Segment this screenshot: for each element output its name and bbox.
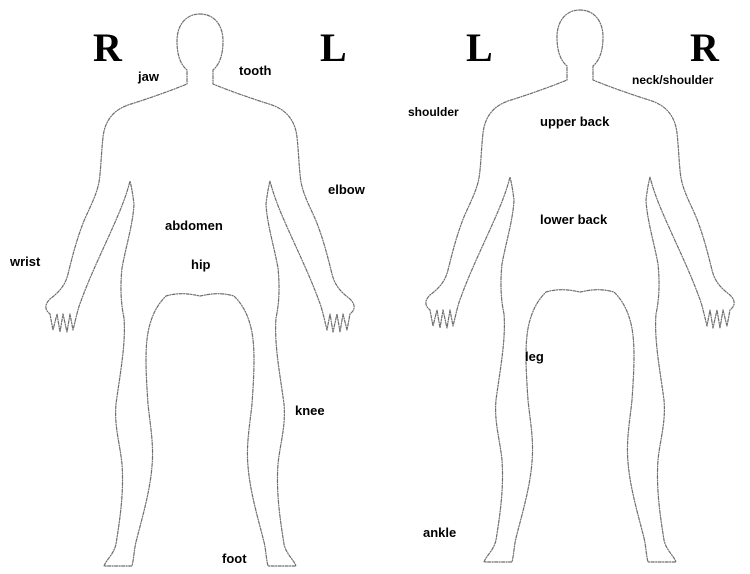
label-lower-back[interactable]: lower back	[540, 213, 607, 226]
label-knee[interactable]: knee	[295, 404, 325, 417]
label-wrist[interactable]: wrist	[10, 255, 40, 268]
front-right-side-marker: R	[93, 28, 122, 68]
label-shoulder[interactable]: shoulder	[408, 106, 459, 118]
front-left-side-marker: L	[320, 28, 347, 68]
label-leg[interactable]: leg	[525, 350, 544, 363]
label-ankle[interactable]: ankle	[423, 526, 456, 539]
label-jaw[interactable]: jaw	[138, 70, 159, 83]
label-tooth[interactable]: tooth	[239, 64, 271, 77]
label-elbow[interactable]: elbow	[328, 183, 365, 196]
back-left-side-marker: L	[466, 28, 493, 68]
front-body-outline	[46, 14, 354, 566]
back-body-outline	[426, 10, 734, 562]
label-abdomen[interactable]: abdomen	[165, 219, 223, 232]
back-right-side-marker: R	[690, 28, 719, 68]
label-upper-back[interactable]: upper back	[540, 115, 609, 128]
label-foot[interactable]: foot	[222, 552, 247, 565]
label-neck-shoulder[interactable]: neck/shoulder	[632, 74, 713, 86]
label-hip[interactable]: hip	[191, 258, 211, 271]
